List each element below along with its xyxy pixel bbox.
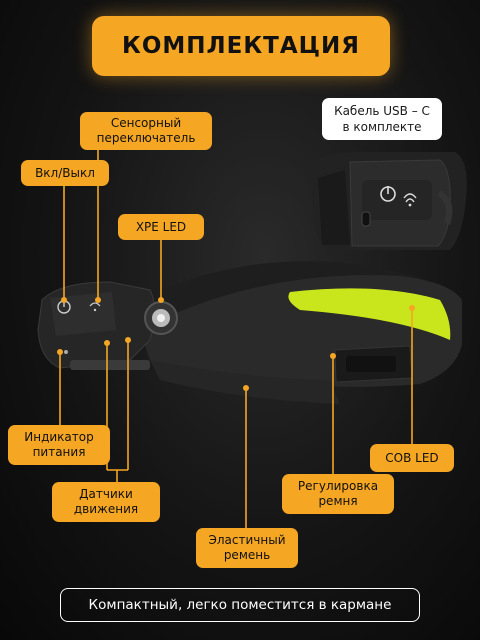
xpe-led — [144, 301, 178, 335]
callout-strap-adjust: Регулировка ремня — [282, 474, 394, 514]
title-banner: КОМПЛЕКТАЦИЯ — [92, 16, 390, 76]
callout-usb-cable-line2: в комплекте — [342, 120, 422, 134]
side-module-closeup — [312, 151, 467, 250]
callout-xpe-led: XPE LED — [118, 214, 204, 240]
footer-caption-text: Компактный, легко поместится в кармане — [88, 597, 392, 613]
callout-xpe-led-text: XPE LED — [135, 219, 187, 234]
callout-power-indicator: Индикатор питания — [8, 425, 110, 465]
closeup-power-icon — [380, 186, 396, 202]
callout-on-off-text: Вкл/Выкл — [35, 165, 95, 180]
callout-touch-switch-text: Сенсорный переключатель — [96, 116, 196, 145]
callout-usb-cable-line1: Кабель USB – C — [334, 104, 430, 118]
callout-motion-sensors: Датчики движения — [52, 482, 160, 522]
usb-port-icon — [361, 211, 371, 227]
callout-cob-led: COB LED — [370, 444, 454, 472]
page-title: КОМПЛЕКТАЦИЯ — [122, 33, 360, 59]
callout-strap-adjust-text: Регулировка ремня — [297, 479, 379, 508]
callout-cob-led-text: COB LED — [385, 450, 439, 465]
callout-touch-switch: Сенсорный переключатель — [80, 112, 212, 150]
cob-led-strip — [288, 288, 451, 340]
control-module — [37, 281, 156, 370]
footer-caption: Компактный, легко поместится в кармане — [60, 588, 420, 622]
callout-motion-sensors-text: Датчики движения — [73, 487, 139, 516]
callout-power-indicator-text: Индикатор питания — [24, 430, 94, 459]
callout-elastic-strap-text: Эластичный ремень — [208, 533, 286, 562]
callout-lines — [57, 150, 415, 528]
callout-on-off: Вкл/Выкл — [21, 160, 109, 186]
callout-usb-cable: Кабель USB – C в комплекте — [322, 98, 442, 140]
closeup-wave-icon — [403, 193, 417, 207]
headband — [120, 261, 462, 404]
callout-elastic-strap: Эластичный ремень — [196, 528, 298, 568]
